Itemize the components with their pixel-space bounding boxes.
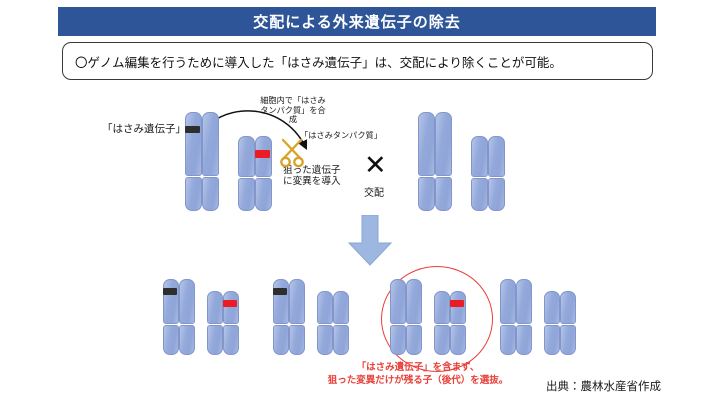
mutation-band bbox=[255, 150, 270, 158]
selection-ellipse bbox=[381, 266, 493, 372]
slide-title-bar: 交配による外来遺伝子の除去 bbox=[58, 7, 656, 36]
scissors-gene-band bbox=[163, 288, 177, 295]
lead-statement-text: 〇ゲノム編集を行うために導入した「はさみ遺伝子」は、交配により除くことが可能。 bbox=[75, 54, 562, 70]
synthesis-note-label: 細胞内で「はさみ タンパク質」を合 成 bbox=[260, 95, 326, 125]
cross-label: 交配 bbox=[364, 188, 384, 199]
mutation-band bbox=[223, 300, 237, 307]
lead-statement-box: 〇ゲノム編集を行うために導入した「はさみ遺伝子」は、交配により除くことが可能。 bbox=[62, 42, 653, 80]
scissors-gene-label: 「はさみ遺伝子」 bbox=[102, 123, 186, 135]
mutation-band bbox=[450, 300, 464, 307]
scissors-gene-band bbox=[185, 126, 200, 133]
cross-symbol: ✕ bbox=[364, 150, 387, 181]
scissors-protein-label: 「はさみタンパク質」 bbox=[300, 130, 382, 140]
scissors-gene-band bbox=[273, 288, 287, 295]
scissors-icon bbox=[280, 138, 304, 168]
page-title: 交配による外来遺伝子の除去 bbox=[253, 13, 461, 31]
selection-caption: 「はさみ遺伝子」を含まず、 狙った変異だけが残る子（後代）を選抜。 bbox=[327, 362, 509, 386]
source-attribution: 出典：農林水産省作成 bbox=[546, 379, 661, 393]
down-arrow-icon bbox=[347, 215, 393, 266]
mutation-note-label: 狙った遺伝子 に変異を導入 bbox=[283, 165, 341, 188]
